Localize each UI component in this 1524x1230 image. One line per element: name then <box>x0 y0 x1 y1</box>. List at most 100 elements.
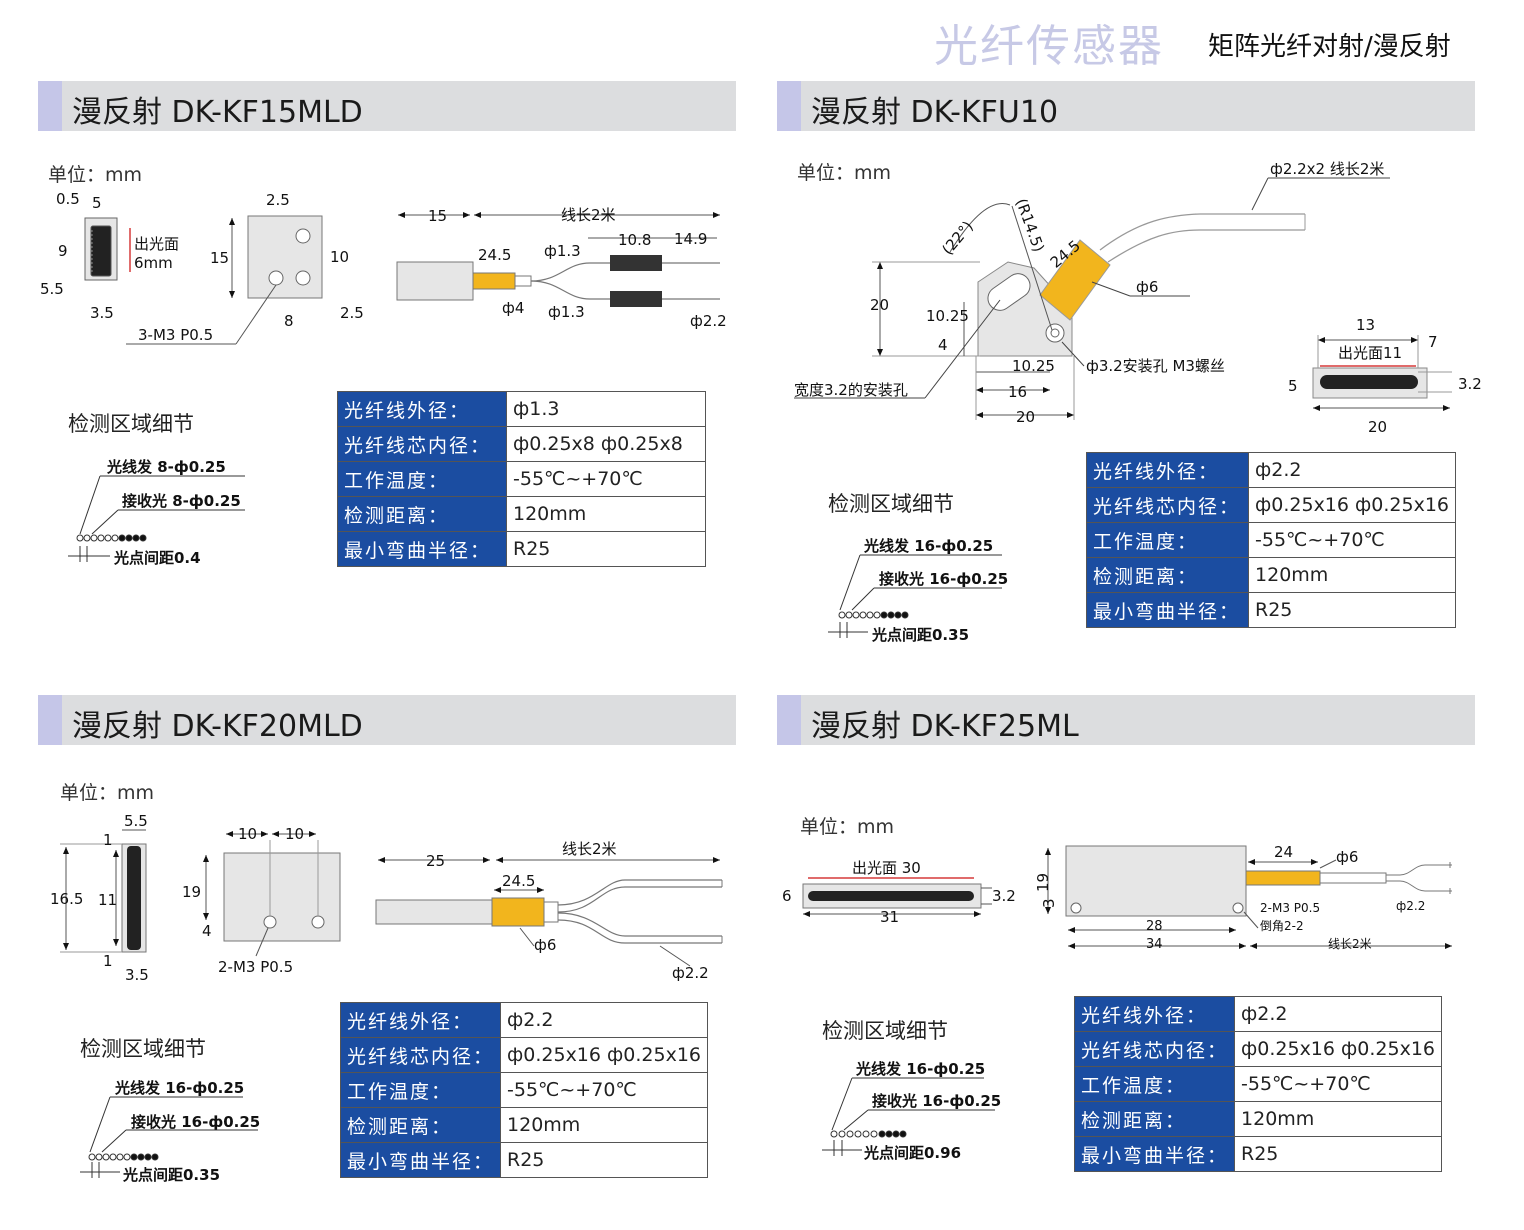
dim-label: 3.2 <box>992 887 1016 905</box>
table-row: 检测距离：120mm <box>1073 1101 1442 1137</box>
table-row: 工作温度：-55℃~+70℃ <box>339 1072 708 1108</box>
detail-recv: 接收光 8-ф0.25 <box>122 492 241 510</box>
dim-label: 31 <box>880 908 899 926</box>
detail-title: 检测区域细节 <box>822 1019 948 1043</box>
panel-1-title: 漫反射 DK-KF15MLD <box>72 95 363 130</box>
detail-pitch: 光点间距0.35 <box>123 1166 221 1184</box>
dim-label: 16 <box>1008 383 1027 401</box>
unit-label: 单位：mm <box>60 782 155 804</box>
spec-table-4: 光纤线外径：ф2.2 光纤线芯内径：ф0.25x16 ф0.25x16 工作温度… <box>1073 996 1442 1172</box>
table-row: 检测距离：120mm <box>1085 557 1456 593</box>
dim-label: ф6 <box>1336 848 1358 866</box>
dim-label: 20 <box>870 296 889 314</box>
detail-emit: 光线发 16-ф0.25 <box>864 537 994 555</box>
dim-label: 出光面 <box>134 235 179 253</box>
drawing-4-face-view <box>802 877 992 917</box>
spec-key: 检测距离： <box>1085 557 1250 593</box>
spec-value: ф2.2 <box>1234 996 1442 1032</box>
dim-label: 10 <box>285 825 304 843</box>
dim-label: 34 <box>1146 937 1163 952</box>
detail-emit: 光线发 16-ф0.25 <box>856 1060 986 1078</box>
drawing-4-side-view <box>1045 845 1452 949</box>
dim-label: 8 <box>284 312 294 330</box>
panel-accent <box>38 695 62 745</box>
panel-1-header: 漫反射 DK-KF15MLD <box>38 81 736 131</box>
panel-accent <box>777 81 801 131</box>
dim-label: 13 <box>1356 316 1375 334</box>
detail-pitch: 光点间距0.4 <box>114 549 201 567</box>
dim-label: 6 <box>782 887 792 905</box>
dim-label: 10 <box>238 825 257 843</box>
dim-label: ф2.2x2 线长2米 <box>1270 160 1384 178</box>
spec-key: 光纤线外径： <box>339 1002 502 1038</box>
spec-value: -55℃~+70℃ <box>1248 522 1456 558</box>
dim-label: 出光面 30 <box>852 859 921 877</box>
spec-key: 检测距离： <box>1073 1101 1236 1137</box>
dim-label: 24.5 <box>502 872 535 890</box>
drawing-1-cable-view <box>396 212 720 307</box>
spec-key: 工作温度： <box>339 1072 502 1108</box>
spec-key: 光纤线芯内径： <box>337 426 507 462</box>
spec-key: 光纤线外径： <box>337 391 507 427</box>
unit-label: 单位：mm <box>797 162 892 184</box>
detail-title: 检测区域细节 <box>828 492 954 516</box>
detail-3-diagram <box>80 1096 258 1178</box>
unit-label: 单位：mm <box>800 816 895 838</box>
panel-accent <box>38 81 62 131</box>
dim-label: 15 <box>210 249 229 267</box>
detail-recv: 接收光 16-ф0.25 <box>131 1113 261 1131</box>
dim-label: 3-M3 P0.5 <box>138 326 213 344</box>
dim-label: 6mm <box>134 254 173 272</box>
dim-label: 10.25 <box>926 307 969 325</box>
drawing-3-cable-view <box>375 857 723 967</box>
table-row: 光纤线外径：ф2.2 <box>1073 996 1442 1032</box>
spec-key: 光纤线芯内径： <box>339 1037 502 1073</box>
dim-label: (R14.5) <box>1012 196 1048 254</box>
dim-label: ф2.2 <box>690 312 727 330</box>
spec-value: R25 <box>500 1142 708 1178</box>
dim-label: 3.5 <box>125 966 149 984</box>
unit-label: 单位：mm <box>48 164 143 186</box>
table-row: 检测距离：120mm <box>339 1107 708 1143</box>
table-row: 光纤线芯内径：ф0.25x16 ф0.25x16 <box>1073 1031 1442 1067</box>
detail-emit: 光线发 16-ф0.25 <box>115 1079 245 1097</box>
dim-label: 宽度3.2的安装孔 <box>794 381 908 399</box>
dim-label: 10.8 <box>618 231 651 249</box>
spec-value: ф0.25x16 ф0.25x16 <box>1234 1031 1442 1067</box>
spec-value: ф0.25x16 ф0.25x16 <box>1248 487 1456 523</box>
spec-key: 最小弯曲半径： <box>1073 1136 1236 1172</box>
dim-label: 2-M3 P0.5 <box>218 958 293 976</box>
drawing-3-side-view <box>203 831 341 957</box>
spec-key: 工作温度： <box>1073 1066 1236 1102</box>
spec-key: 最小弯曲半径： <box>1085 592 1250 628</box>
spec-value: -55℃~+70℃ <box>1234 1066 1442 1102</box>
table-row: 光纤线芯内径：ф0.25x8 ф0.25x8 <box>337 426 706 462</box>
detail-1-diagram <box>68 475 245 562</box>
panel-4-title: 漫反射 DK-KF25ML <box>811 709 1079 744</box>
detail-emit: 光线发 8-ф0.25 <box>107 458 226 476</box>
catalog-subtitle: 矩阵光纤对射/漫反射 <box>1208 32 1451 62</box>
detail-recv: 接收光 16-ф0.25 <box>879 570 1009 588</box>
spec-table-3: 光纤线外径：ф2.2 光纤线芯内径：ф0.25x16 ф0.25x16 工作温度… <box>339 1002 708 1178</box>
dim-label: 3.2 <box>1458 375 1482 393</box>
spec-value: 120mm <box>500 1107 708 1143</box>
spec-value: -55℃~+70℃ <box>506 461 706 497</box>
dim-label: 10.25 <box>1012 357 1055 375</box>
drawing-2-main-view <box>794 177 1390 420</box>
dim-label: ф6 <box>1136 278 1158 296</box>
dim-label: ф2.2 <box>672 964 709 982</box>
dim-label: 0.5 <box>56 190 80 208</box>
spec-key: 光纤线外径： <box>1085 452 1250 488</box>
panel-2-title: 漫反射 DK-KFU10 <box>811 95 1059 130</box>
dim-label: 16.5 <box>50 890 83 908</box>
spec-value: ф2.2 <box>1248 452 1456 488</box>
table-row: 光纤线外径：ф1.3 <box>337 391 706 427</box>
table-row: 光纤线芯内径：ф0.25x16 ф0.25x16 <box>339 1037 708 1073</box>
detail-2-diagram <box>828 554 1002 638</box>
dim-label: 3 <box>1040 898 1058 908</box>
detail-recv: 接收光 16-ф0.25 <box>872 1092 1002 1110</box>
dim-label: 5.5 <box>124 812 148 830</box>
dim-label: 5.5 <box>40 280 64 298</box>
spec-value: R25 <box>1248 592 1456 628</box>
dim-label: 10 <box>330 248 349 266</box>
